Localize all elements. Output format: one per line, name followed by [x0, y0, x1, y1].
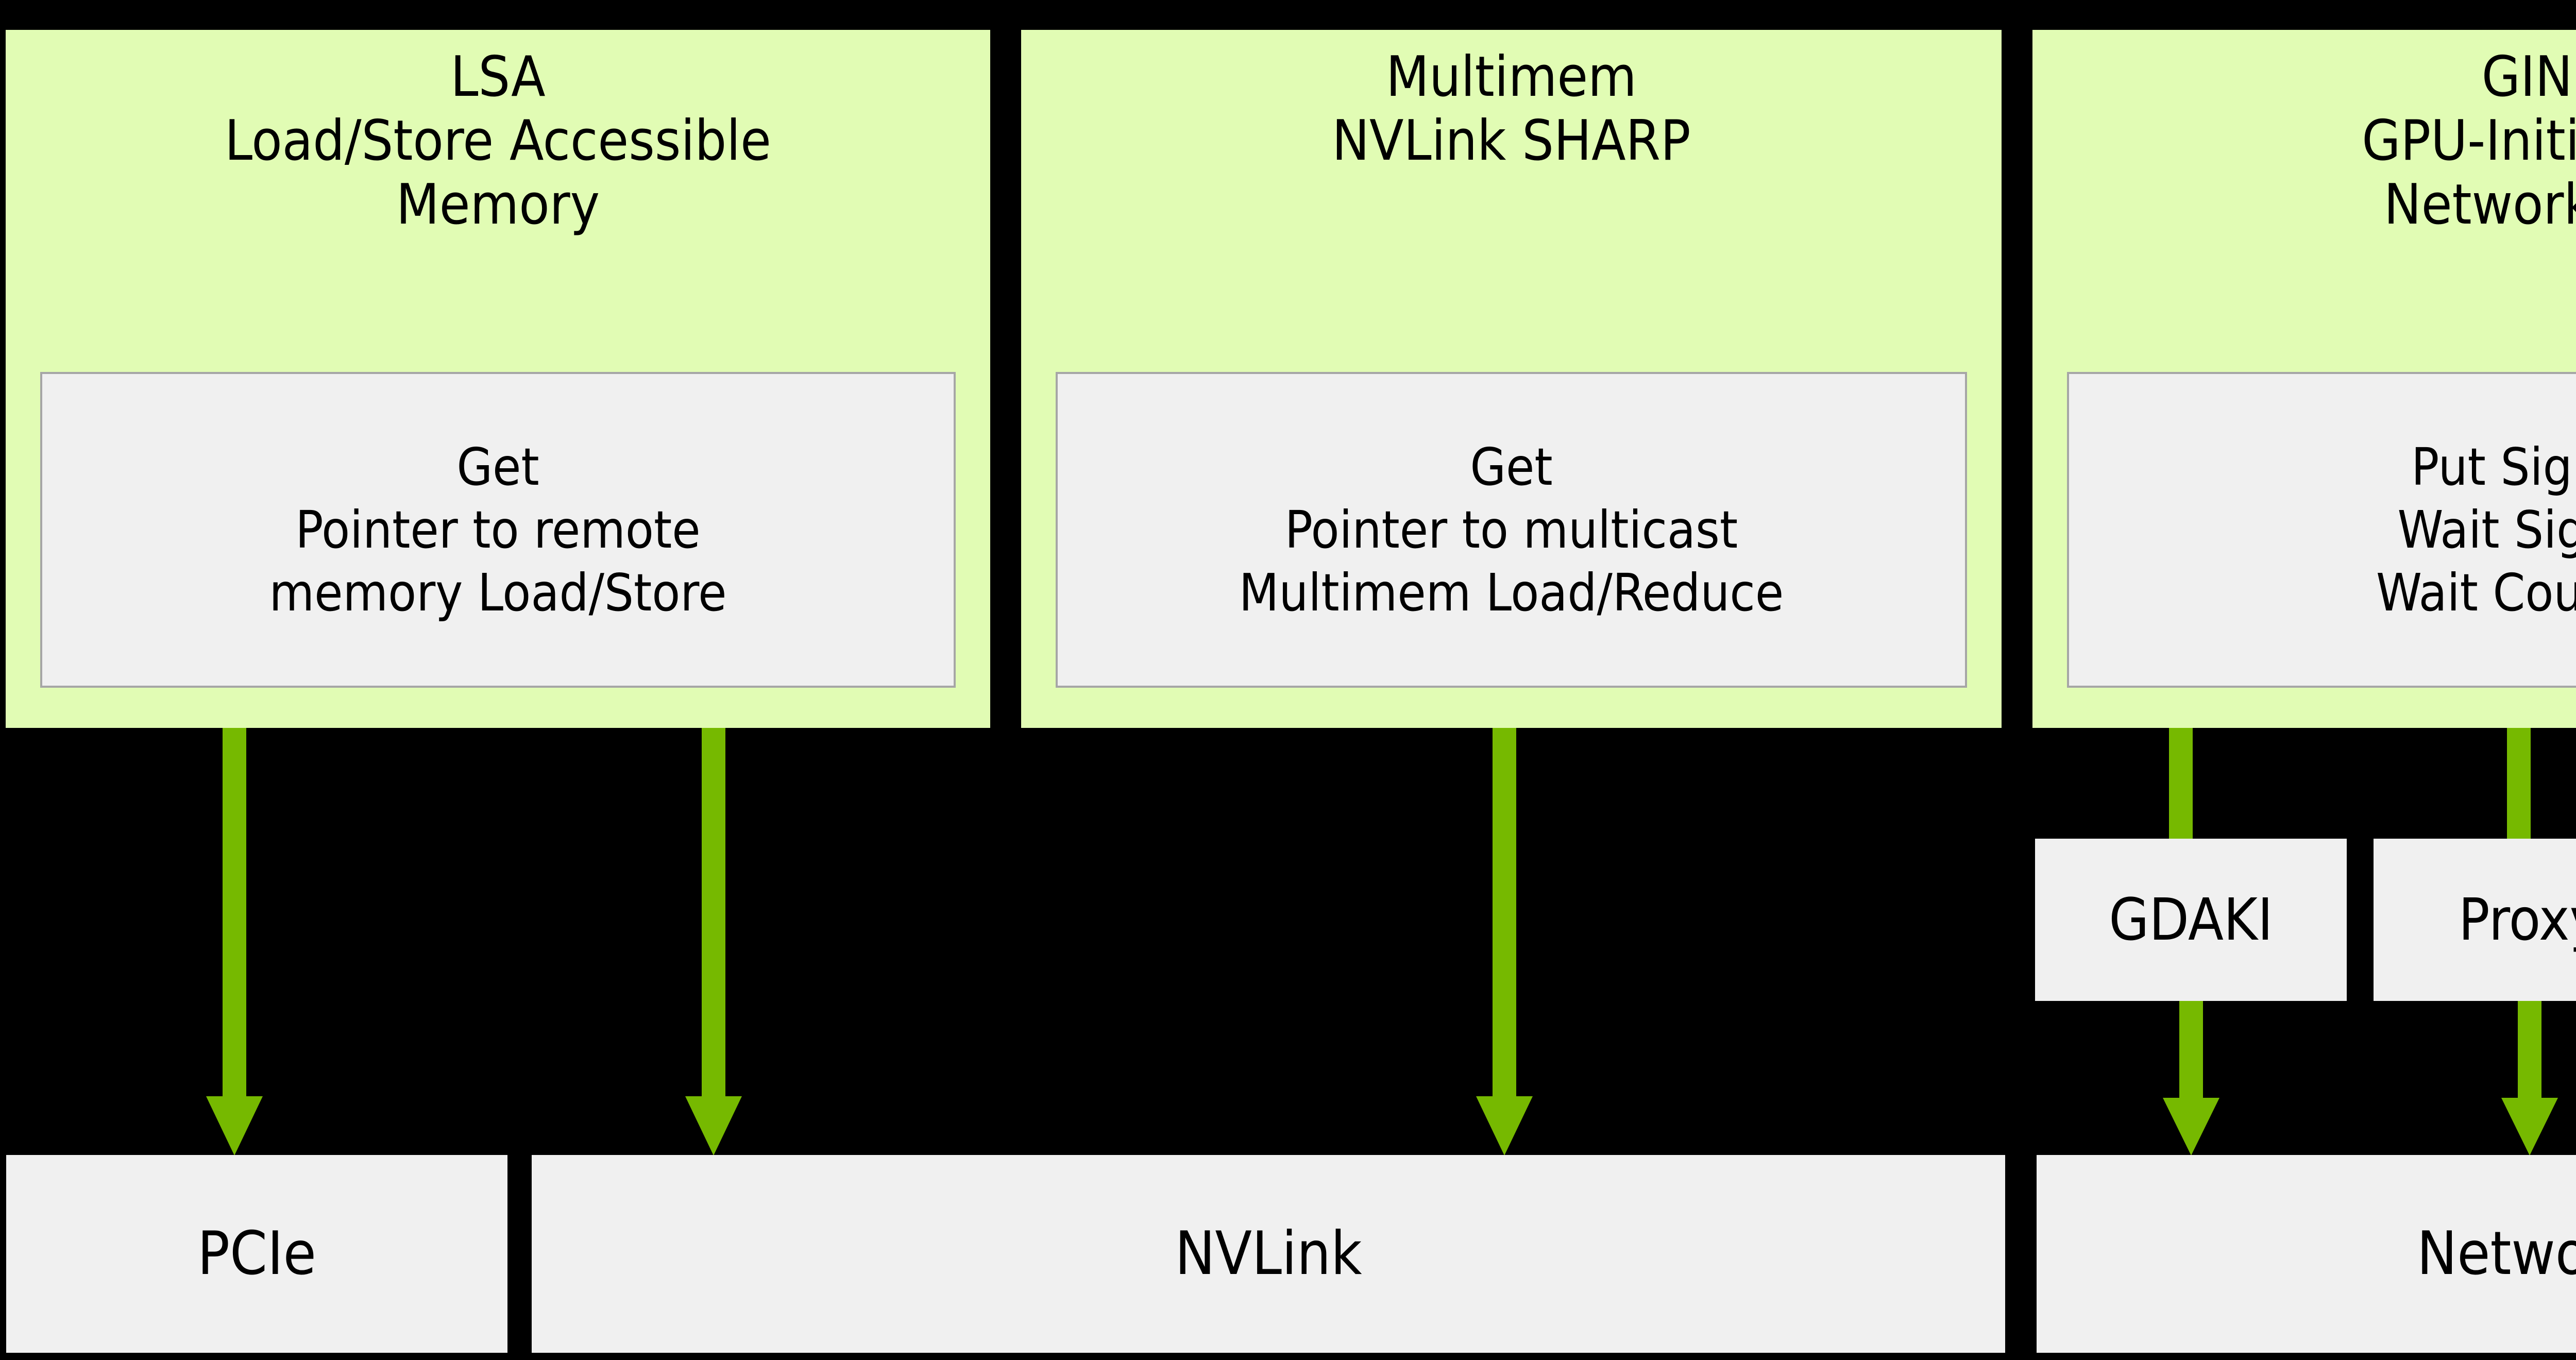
arrow-multimem-to-nvlink [1476, 728, 1533, 1155]
transport-pcie[interactable]: PCIe [6, 1155, 507, 1353]
pillar-multimem-api-text: Get Pointer to multicast Multimem Load/R… [1239, 436, 1784, 623]
pillar-gin-api-text: Put Signal Wait Signal Wait Counter [2376, 436, 2576, 623]
middle-box-gdaki-label: GDAKI [2109, 886, 2273, 954]
transport-network-label: Network [2417, 1219, 2576, 1288]
pillar-gin[interactable]: GIN GPU-Initiated Networking Put Signal … [2032, 30, 2576, 728]
transport-nvlink[interactable]: NVLink [532, 1155, 2005, 1353]
arrow-proxy-to-network [2501, 1001, 2558, 1155]
pillar-multimem-api-box[interactable]: Get Pointer to multicast Multimem Load/R… [1056, 372, 1967, 688]
pillar-multimem-title: Multimem NVLink SHARP [1332, 45, 1691, 173]
pillar-gin-api-box[interactable]: Put Signal Wait Signal Wait Counter [2067, 372, 2576, 688]
pillar-lsa-api-text: Get Pointer to remote memory Load/Store [269, 436, 727, 623]
arrow-gin-to-proxy [2507, 728, 2531, 840]
arrow-lsa-to-nvlink [685, 728, 742, 1155]
transport-nvlink-label: NVLink [1175, 1219, 1362, 1288]
arrow-gin-to-gdaki [2169, 728, 2193, 840]
pillar-lsa-api-box[interactable]: Get Pointer to remote memory Load/Store [40, 372, 956, 688]
pillar-gin-title: GIN GPU-Initiated Networking [2362, 45, 2576, 237]
arrow-lsa-to-pcie [206, 728, 263, 1155]
transport-network[interactable]: Network [2037, 1155, 2576, 1353]
arrow-gdaki-to-network [2163, 1001, 2219, 1155]
transport-pcie-label: PCIe [197, 1219, 316, 1288]
middle-box-proxy[interactable]: Proxy [2374, 839, 2576, 1001]
middle-box-proxy-label: Proxy [2458, 886, 2576, 954]
pillar-multimem[interactable]: Multimem NVLink SHARP Get Pointer to mul… [1021, 30, 2002, 728]
pillar-lsa-title: LSA Load/Store Accessible Memory [225, 45, 771, 237]
pillar-lsa[interactable]: LSA Load/Store Accessible Memory Get Poi… [6, 30, 990, 728]
middle-box-gdaki[interactable]: GDAKI [2035, 839, 2347, 1001]
